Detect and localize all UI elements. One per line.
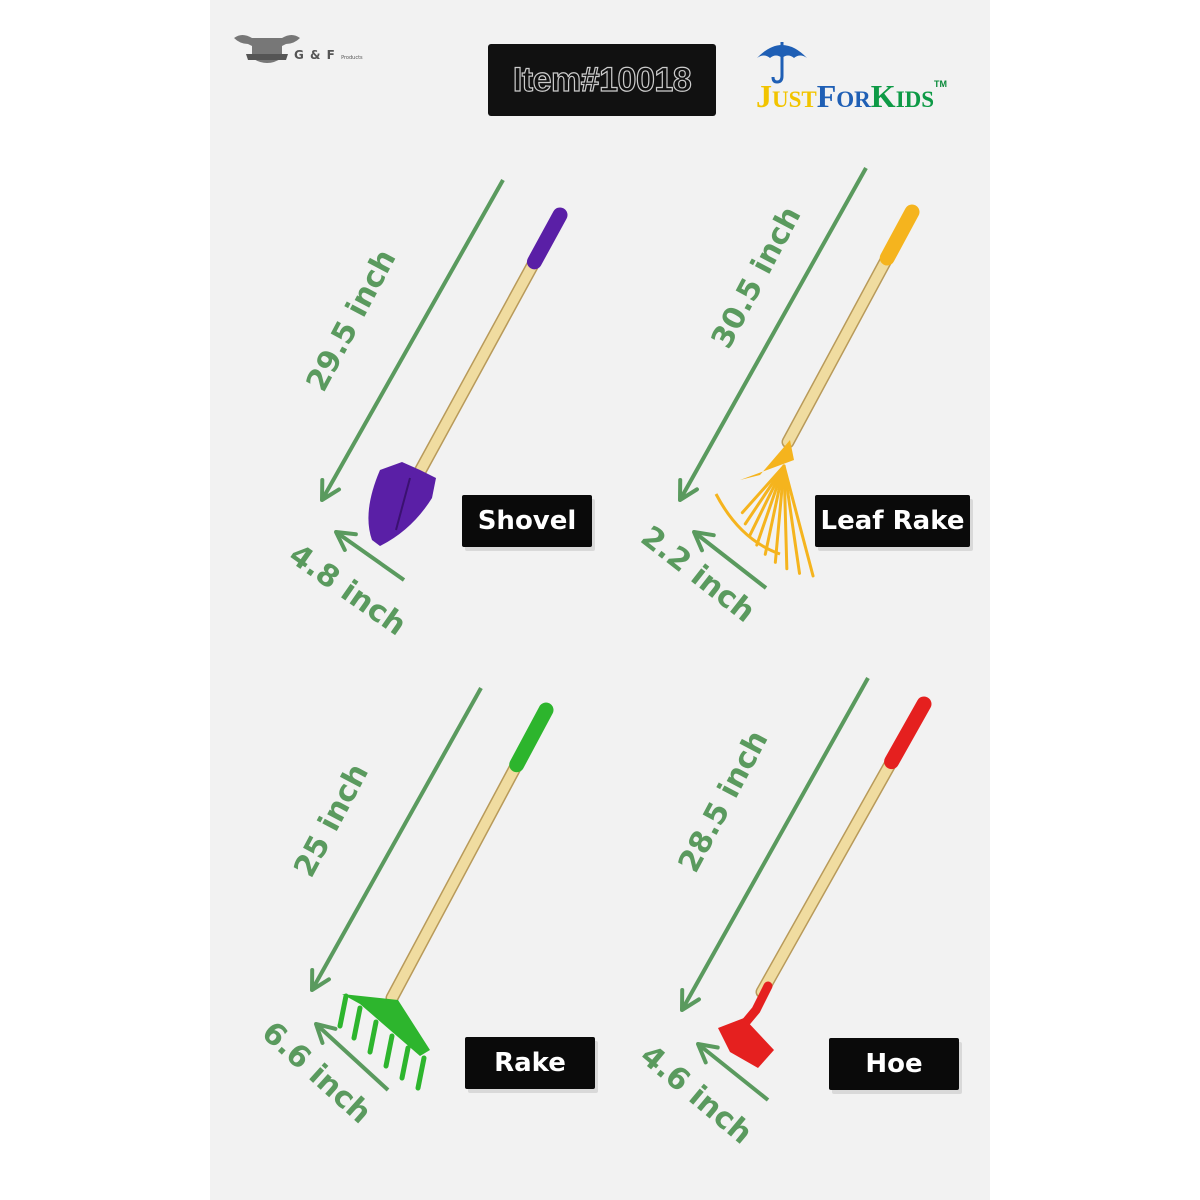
shovel-label-text: Shovel <box>477 506 577 536</box>
rake-width-label: 6.6 inch <box>255 1015 378 1131</box>
shovel-label: Shovel <box>462 495 592 547</box>
hoe-length-label: 28.5 inch <box>672 725 776 879</box>
shovel-width-arrow <box>334 530 406 582</box>
bull-logo-icon <box>234 35 300 63</box>
brand-right-part: F <box>816 78 837 114</box>
brand-right-part: UST <box>772 87 817 112</box>
shovel-length-label: 29.5 inch <box>300 244 404 398</box>
brand-right-part: K <box>870 78 896 114</box>
leaf-rake-length-label: 30.5 inch <box>705 201 809 355</box>
just-for-kids-logo: JUSTFORKIDSTM <box>752 36 952 116</box>
brand-right-part: OR <box>836 87 871 112</box>
item-number: Item#10018 <box>512 60 692 99</box>
leaf-rake-width-arrow <box>692 530 768 590</box>
item-number-badge: Item#10018 <box>488 44 716 116</box>
shovel-length-arrow <box>320 179 505 502</box>
hoe-label: Hoe <box>829 1038 959 1090</box>
hoe-label-text: Hoe <box>865 1049 923 1079</box>
rake-label: Rake <box>465 1037 595 1089</box>
rake-length-arrow <box>310 687 483 992</box>
rake-icon <box>337 702 554 1091</box>
shovel-icon <box>368 207 568 546</box>
hoe-icon <box>718 696 932 1068</box>
gf-products-logo: G & F Products <box>232 30 422 75</box>
leaf-rake-label-text: Leaf Rake <box>820 506 965 536</box>
brand-left-small: Products <box>341 55 363 61</box>
brand-left-name: G & F <box>294 48 336 62</box>
product-panel <box>210 0 990 1200</box>
brand-right-part: IDS <box>895 87 935 112</box>
shovel-width-label: 4.8 inch <box>282 537 412 643</box>
leaf-rake-label: Leaf Rake <box>815 495 970 547</box>
hoe-length-arrow <box>680 677 870 1012</box>
brand-right-part: J <box>756 78 772 114</box>
rake-width-arrow <box>314 1022 390 1092</box>
leaf-rake-length-arrow <box>678 167 868 502</box>
brand-right-wordmark: JUSTFORKIDSTM <box>756 78 948 114</box>
rake-label-text: Rake <box>494 1048 566 1078</box>
rake-length-label: 25 inch <box>287 758 376 883</box>
leaf-rake-icon <box>714 204 920 578</box>
hoe-width-arrow <box>696 1042 770 1102</box>
trademark-mark: TM <box>934 79 948 89</box>
umbrella-icon <box>757 42 807 84</box>
